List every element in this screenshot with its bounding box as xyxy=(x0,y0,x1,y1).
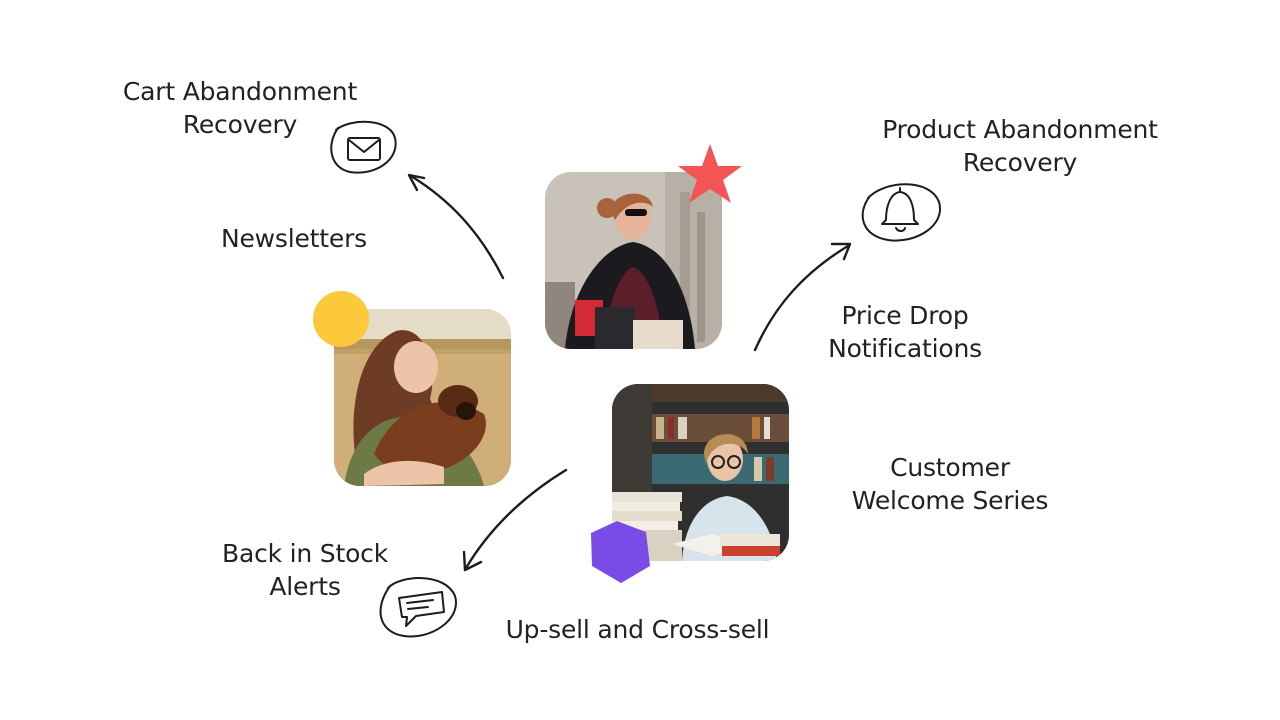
label-customer-welcome-series: Customer Welcome Series xyxy=(825,451,1075,517)
label-cart-abandonment-recovery: Cart Abandonment Recovery xyxy=(100,75,380,141)
label-back-in-stock-line: Back in Stock Alerts xyxy=(222,539,388,601)
label-back-in-stock-alerts: Back in Stock Alerts xyxy=(200,537,410,603)
label-upsell-text: Up-sell and Cross-sell xyxy=(505,615,770,644)
arrow-head-cart-abandonment xyxy=(407,173,426,192)
label-product-abandonment-line: Product Abandonment Recovery xyxy=(882,115,1158,177)
photo-woman-with-dog xyxy=(334,309,511,486)
bell-icon xyxy=(861,183,941,242)
arrow-head-product-abandonment xyxy=(830,242,852,261)
label-product-abandonment-recovery: Product Abandonment Recovery xyxy=(860,113,1180,179)
label-newsletters: Newsletters xyxy=(194,222,394,255)
label-upsell-cross-sell: Up-sell and Cross-sell xyxy=(470,613,805,646)
label-customer-welcome-line: Customer Welcome Series xyxy=(851,453,1049,515)
arrow-head-back-in-stock xyxy=(462,550,483,572)
label-newsletters-text: Newsletters xyxy=(221,224,367,253)
label-cart-abandonment-line: Cart Abandonment Recovery xyxy=(122,77,358,139)
arrow-to-cart-abandonment xyxy=(409,174,505,280)
label-price-drop-line: Price Drop Notifications xyxy=(828,301,982,363)
photo-shopping-woman xyxy=(545,172,722,349)
label-price-drop-notifications: Price Drop Notifications xyxy=(795,299,1015,365)
photo-man-reading xyxy=(612,384,789,561)
